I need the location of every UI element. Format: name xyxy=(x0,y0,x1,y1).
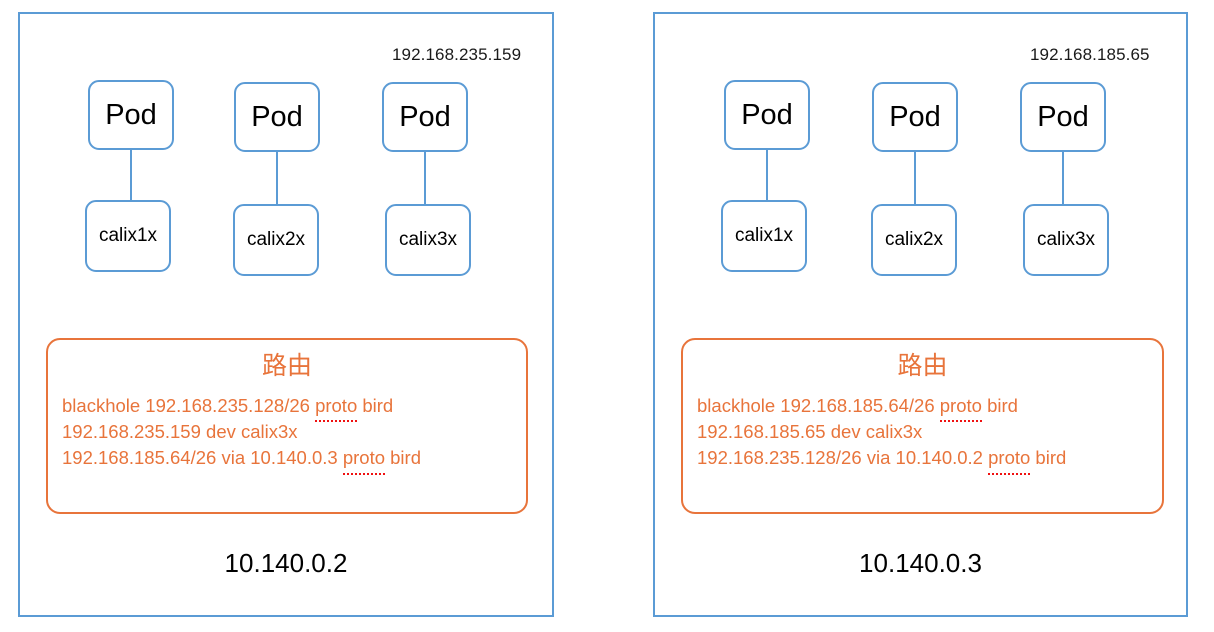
calix-box-label: calix3x xyxy=(1036,229,1096,250)
calix-box-label: calix1x xyxy=(734,225,794,246)
route-entry-text-tail: bird xyxy=(981,394,1018,416)
calix-box-left-1[interactable]: calix1x xyxy=(85,200,171,272)
route-entry-list: blackhole 192.168.185.64/26 proto bird 1… xyxy=(683,393,1162,475)
route-entry-text-tail: bird xyxy=(357,394,394,416)
connector-left-2 xyxy=(276,152,278,204)
pod-box-label: Pod xyxy=(1037,100,1089,133)
route-entry-text: 192.168.235.159 dev calix3x xyxy=(62,421,298,443)
pod-box-right-1[interactable]: Pod xyxy=(724,80,810,150)
calix-box-right-2[interactable]: calix2x xyxy=(871,204,957,276)
route-box-right: 路由 blackhole 192.168.185.64/26 proto bir… xyxy=(681,338,1164,514)
calix-box-right-1[interactable]: calix1x xyxy=(721,200,807,272)
pod-box-left-3[interactable]: Pod xyxy=(382,82,468,152)
calix-box-label: calix2x xyxy=(884,229,944,250)
route-entry-text: 192.168.185.65 dev calix3x xyxy=(697,421,923,443)
route-entry-text: blackhole 192.168.185.64/26 xyxy=(697,394,940,416)
connector-right-2 xyxy=(914,152,916,204)
route-entry-misspelled-word: proto xyxy=(315,393,358,423)
route-box-title: 路由 xyxy=(897,351,948,380)
route-entry: 192.168.185.64/26 via 10.140.0.3 proto b… xyxy=(62,445,526,475)
node-ip-label-right: 10.140.0.3 xyxy=(859,548,982,578)
route-entry: 192.168.235.159 dev calix3x xyxy=(62,419,526,445)
pod-box-left-2[interactable]: Pod xyxy=(234,82,320,152)
pod-box-label: Pod xyxy=(741,98,793,131)
node-ip-label-left: 10.140.0.2 xyxy=(224,548,348,578)
calix-box-left-2[interactable]: calix2x xyxy=(233,204,319,276)
calix-box-label: calix3x xyxy=(398,229,458,250)
pod-ip-label-right: 192.168.185.65 xyxy=(1030,45,1150,64)
connector-right-3 xyxy=(1062,152,1064,204)
route-entry-text-tail: bird xyxy=(385,447,421,469)
route-entry: blackhole 192.168.235.128/26 proto bird xyxy=(62,393,526,423)
calix-box-left-3[interactable]: calix3x xyxy=(385,204,471,276)
route-entry-list: blackhole 192.168.235.128/26 proto bird … xyxy=(48,393,526,475)
route-entry-text: 192.168.235.128/26 via 10.140.0.2 xyxy=(697,447,989,469)
route-box-left: 路由 blackhole 192.168.235.128/26 proto bi… xyxy=(46,338,528,514)
calix-box-right-3[interactable]: calix3x xyxy=(1023,204,1109,276)
route-entry-misspelled-word: proto xyxy=(342,445,386,475)
calix-box-label: calix1x xyxy=(98,225,158,246)
route-entry: blackhole 192.168.185.64/26 proto bird xyxy=(697,393,1162,423)
connector-right-1 xyxy=(766,150,768,200)
pod-box-label: Pod xyxy=(399,100,451,133)
route-entry-misspelled-word: proto xyxy=(939,393,983,423)
pod-box-label: Pod xyxy=(251,100,303,133)
pod-box-label: Pod xyxy=(889,100,941,133)
pod-box-right-3[interactable]: Pod xyxy=(1020,82,1106,152)
connector-left-3 xyxy=(424,152,426,204)
pod-box-right-2[interactable]: Pod xyxy=(872,82,958,152)
route-entry-text-tail: bird xyxy=(1030,447,1067,469)
pod-ip-label-left: 192.168.235.159 xyxy=(392,45,522,64)
pod-box-left-1[interactable]: Pod xyxy=(88,80,174,150)
route-entry: 192.168.235.128/26 via 10.140.0.2 proto … xyxy=(697,445,1162,475)
route-box-title: 路由 xyxy=(261,351,312,380)
pod-box-label: Pod xyxy=(105,98,157,131)
route-entry-text: 192.168.185.64/26 via 10.140.0.3 xyxy=(62,447,343,469)
connector-left-1 xyxy=(130,150,132,200)
route-entry-misspelled-word: proto xyxy=(988,445,1031,475)
route-entry-text: blackhole 192.168.235.128/26 xyxy=(62,394,316,416)
route-entry: 192.168.185.65 dev calix3x xyxy=(697,419,1162,445)
calix-box-label: calix2x xyxy=(246,229,306,250)
